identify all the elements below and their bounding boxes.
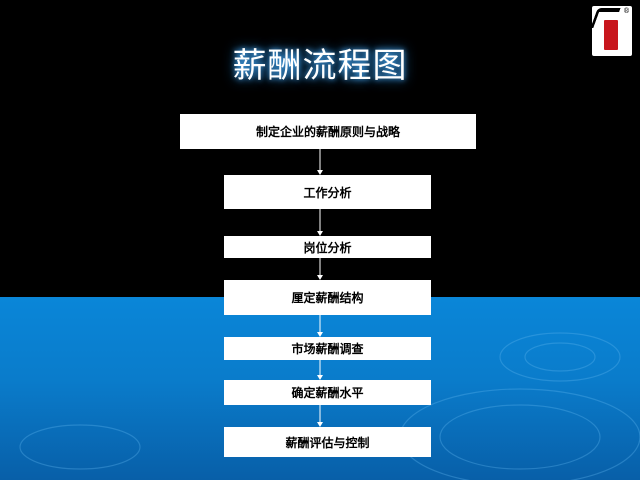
page-title: 薪酬流程图 xyxy=(232,46,408,86)
flow-step-2: 工作分析 xyxy=(224,175,431,209)
registered-mark: ® xyxy=(623,7,630,15)
flow-arrowhead-4 xyxy=(317,332,323,337)
flow-step-1: 制定企业的薪酬原则与战略 xyxy=(180,114,476,149)
flow-step-7: 薪酬评估与控制 xyxy=(224,427,431,457)
red-seal-stamp xyxy=(604,20,618,50)
flow-step-4: 厘定薪酬结构 xyxy=(224,280,431,315)
flow-arrowhead-2 xyxy=(317,231,323,236)
brand-logo: ® xyxy=(590,6,632,56)
flow-step-3: 岗位分析 xyxy=(224,236,431,258)
flow-arrowhead-3 xyxy=(317,275,323,280)
flow-step-5: 市场薪酬调查 xyxy=(224,337,431,360)
flow-arrowhead-1 xyxy=(317,170,323,175)
flow-arrowhead-6 xyxy=(317,422,323,427)
flow-step-6: 确定薪酬水平 xyxy=(224,380,431,405)
flow-arrowhead-5 xyxy=(317,375,323,380)
